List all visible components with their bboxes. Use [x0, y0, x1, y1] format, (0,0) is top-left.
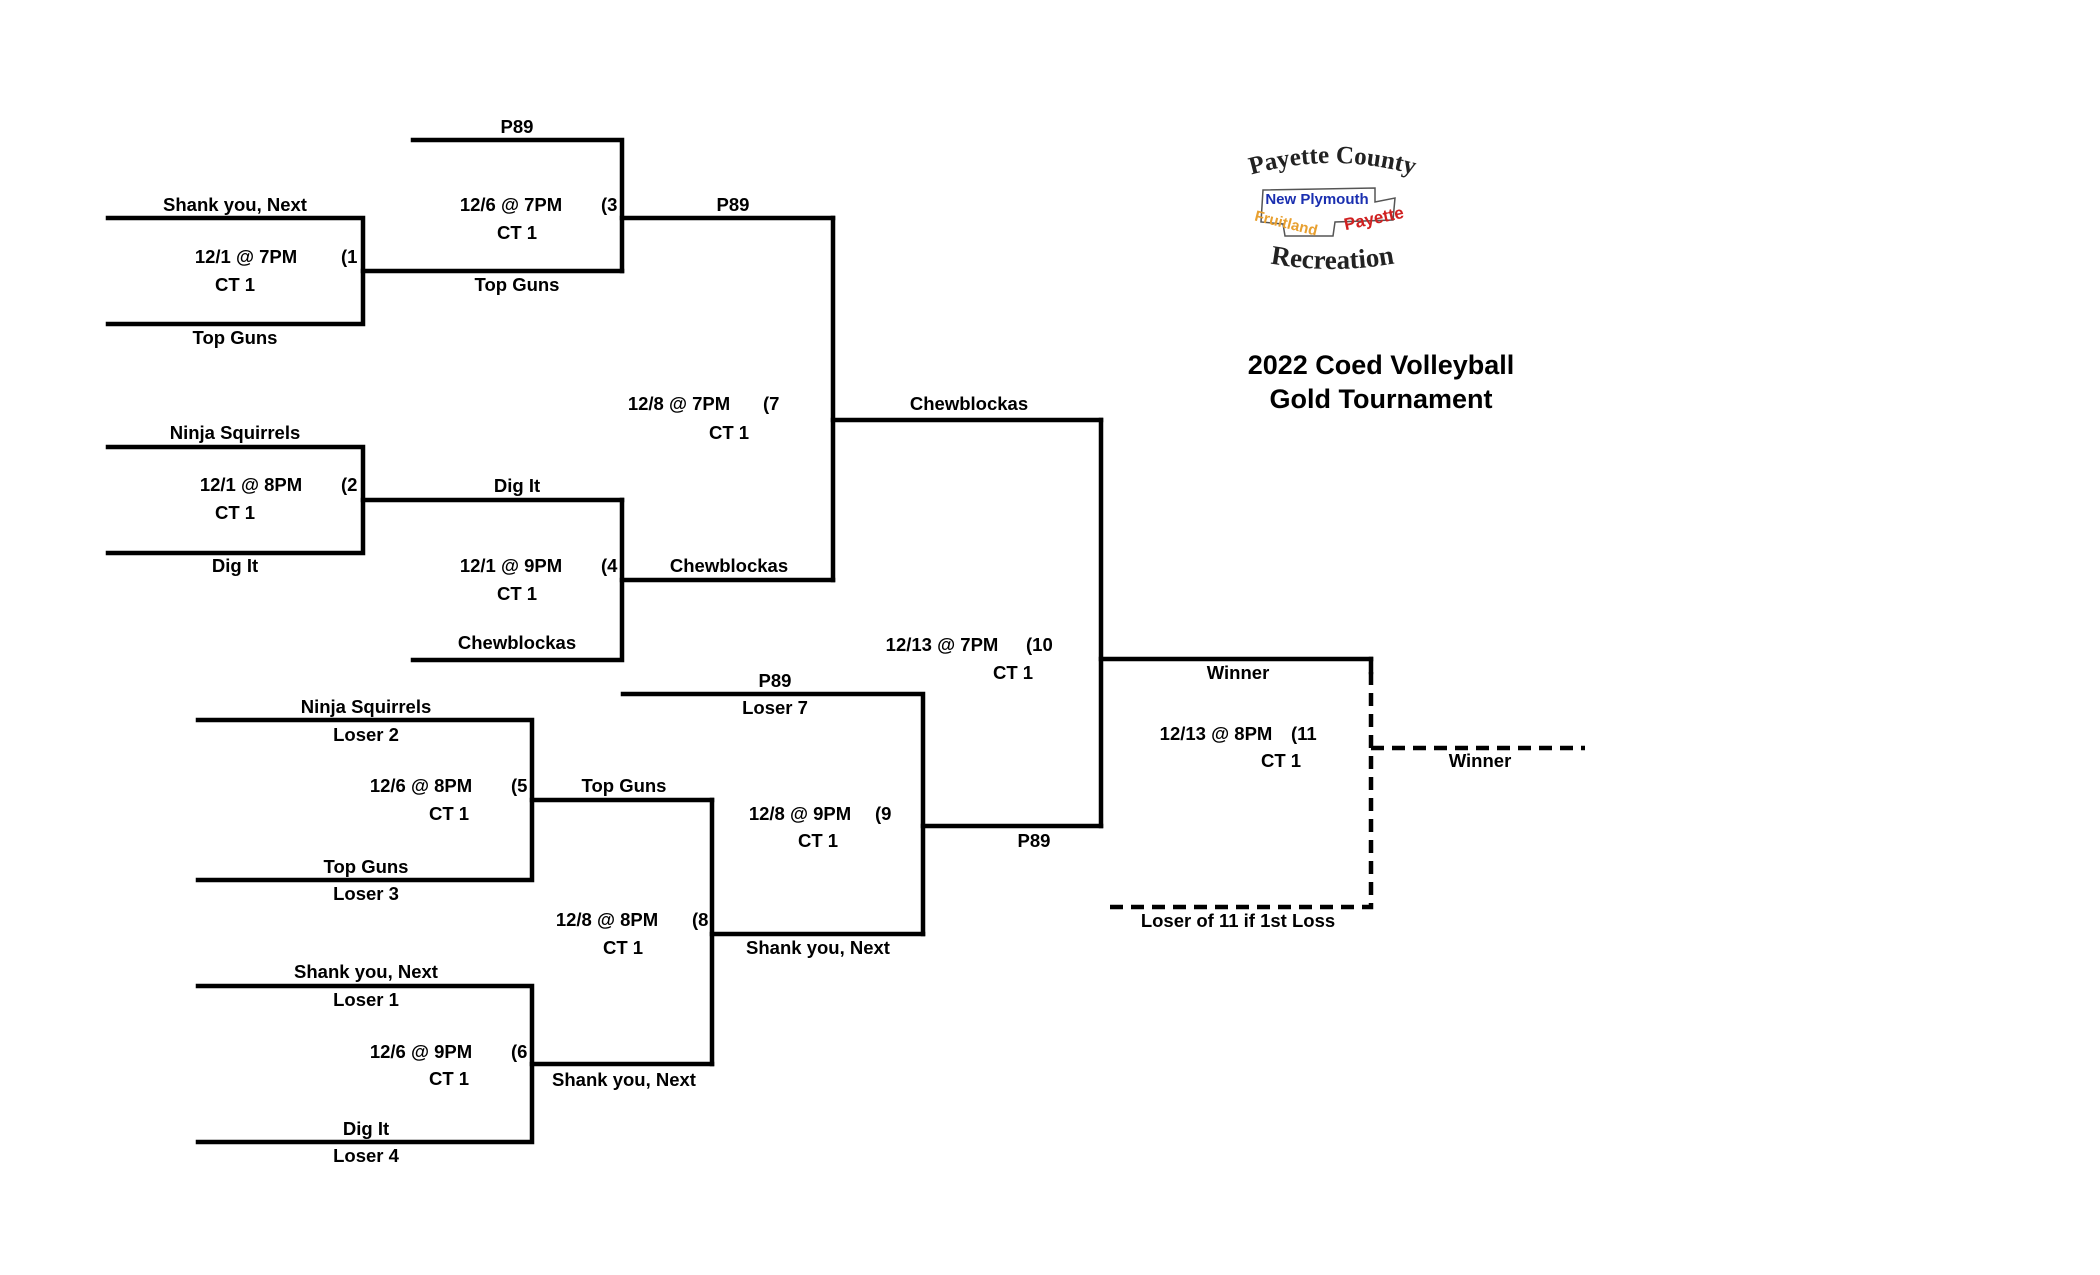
- game-1-bottom-team: Top Guns: [192, 327, 278, 348]
- game-4-number: (4: [601, 555, 618, 576]
- game-11-time: 12/13 @ 8PM: [1159, 723, 1273, 744]
- game-6-time: 12/6 @ 9PM: [369, 1041, 473, 1062]
- game-6-top-sub: Loser 1: [333, 989, 399, 1010]
- game-9-top-team: P89: [758, 670, 792, 691]
- game-4-top-team: Dig It: [493, 475, 541, 496]
- game-2-bottom-team: Dig It: [211, 555, 259, 576]
- game-9-bracket: [620, 691, 926, 937]
- game-10-top-team: Chewblockas: [909, 393, 1029, 414]
- game-8-time: 12/8 @ 8PM: [555, 909, 659, 930]
- game-4-bracket: [410, 497, 625, 663]
- game-10-bottom-team: P89: [1017, 830, 1051, 851]
- game-11-bracket: [1108, 672, 1374, 910]
- game-1-top-team: Shank you, Next: [163, 194, 307, 215]
- game-6-bottom-team: Dig It: [342, 1118, 390, 1139]
- logo-top-text: Payette County: [1246, 142, 1420, 181]
- game-4-bottom-team: Chewblockas: [457, 632, 577, 653]
- payette-county-recreation-logo: Payette County New Plymouth Fruitland Pa…: [1246, 142, 1420, 275]
- game-7-bottom-team: Chewblockas: [669, 555, 789, 576]
- game-11-result: Winner: [1448, 750, 1512, 771]
- game-8-top-team: Top Guns: [581, 775, 667, 796]
- tournament-title-line1: 2022 Coed Volleyball: [1247, 350, 1515, 380]
- game-3-top-team: P89: [500, 116, 534, 137]
- game-10-number: (10: [1026, 634, 1053, 655]
- game-6-bottom-sub: Loser 4: [333, 1145, 399, 1166]
- game-1-court: CT 1: [214, 274, 256, 295]
- game-11-court: CT 1: [1260, 750, 1302, 771]
- game-2-number: (2: [341, 474, 358, 495]
- game-5-number: (5: [511, 775, 528, 796]
- game-9-court: CT 1: [797, 830, 839, 851]
- game-2-time: 12/1 @ 8PM: [199, 474, 303, 495]
- game-8-number: (8: [692, 909, 709, 930]
- game-2-top-team: Ninja Squirrels: [169, 422, 301, 443]
- county-outline-icon: [1260, 187, 1396, 237]
- game-3-bracket: [410, 137, 625, 274]
- game-5-top-sub: Loser 2: [333, 724, 399, 745]
- game-2-bracket: [105, 444, 366, 556]
- game-3-bottom-team: Top Guns: [474, 274, 560, 295]
- game-7-number: (7: [763, 393, 780, 414]
- game-10-time: 12/13 @ 7PM: [885, 634, 999, 655]
- game-6-number: (6: [511, 1041, 528, 1062]
- game-1-number: (1: [341, 246, 358, 267]
- game-3-court: CT 1: [496, 222, 538, 243]
- game-8-bottom-team: Shank you, Next: [552, 1069, 696, 1090]
- game-6-top-team: Shank you, Next: [294, 961, 438, 982]
- game-9-bottom-team: Shank you, Next: [746, 937, 890, 958]
- game-5-bottom-sub: Loser 3: [333, 883, 399, 904]
- tournament-title-line2: Gold Tournament: [1269, 384, 1493, 414]
- logo-town-new-plymouth: New Plymouth: [1265, 191, 1368, 208]
- game-10-court: CT 1: [992, 662, 1034, 683]
- game-6-court: CT 1: [428, 1068, 470, 1089]
- game-5-time: 12/6 @ 8PM: [369, 775, 473, 796]
- game-7-top-team: P89: [716, 194, 750, 215]
- game-9-top-sub: Loser 7: [742, 697, 808, 718]
- game-3-time: 12/6 @ 7PM: [459, 194, 563, 215]
- game-9-time: 12/8 @ 9PM: [748, 803, 852, 824]
- game-1-bracket: [105, 215, 366, 327]
- logo-bottom-text: Recreation: [1269, 240, 1396, 275]
- game-7-time: 12/8 @ 7PM: [627, 393, 731, 414]
- game-5-bottom-team: Top Guns: [323, 856, 409, 877]
- game-11-bottom-team: Loser of 11 if 1st Loss: [1140, 910, 1336, 931]
- game-4-court: CT 1: [496, 583, 538, 604]
- game-5-court: CT 1: [428, 803, 470, 824]
- game-11-top-team: Winner: [1206, 662, 1270, 683]
- game-1-time: 12/1 @ 7PM: [194, 246, 298, 267]
- game-9-number: (9: [875, 803, 892, 824]
- game-7-court: CT 1: [708, 422, 750, 443]
- game-11-number: (11: [1291, 723, 1317, 744]
- game-2-court: CT 1: [214, 502, 256, 523]
- game-4-time: 12/1 @ 9PM: [459, 555, 563, 576]
- game-8-court: CT 1: [602, 937, 644, 958]
- game-5-top-team: Ninja Squirrels: [300, 696, 432, 717]
- game-3-number: (3: [601, 194, 618, 215]
